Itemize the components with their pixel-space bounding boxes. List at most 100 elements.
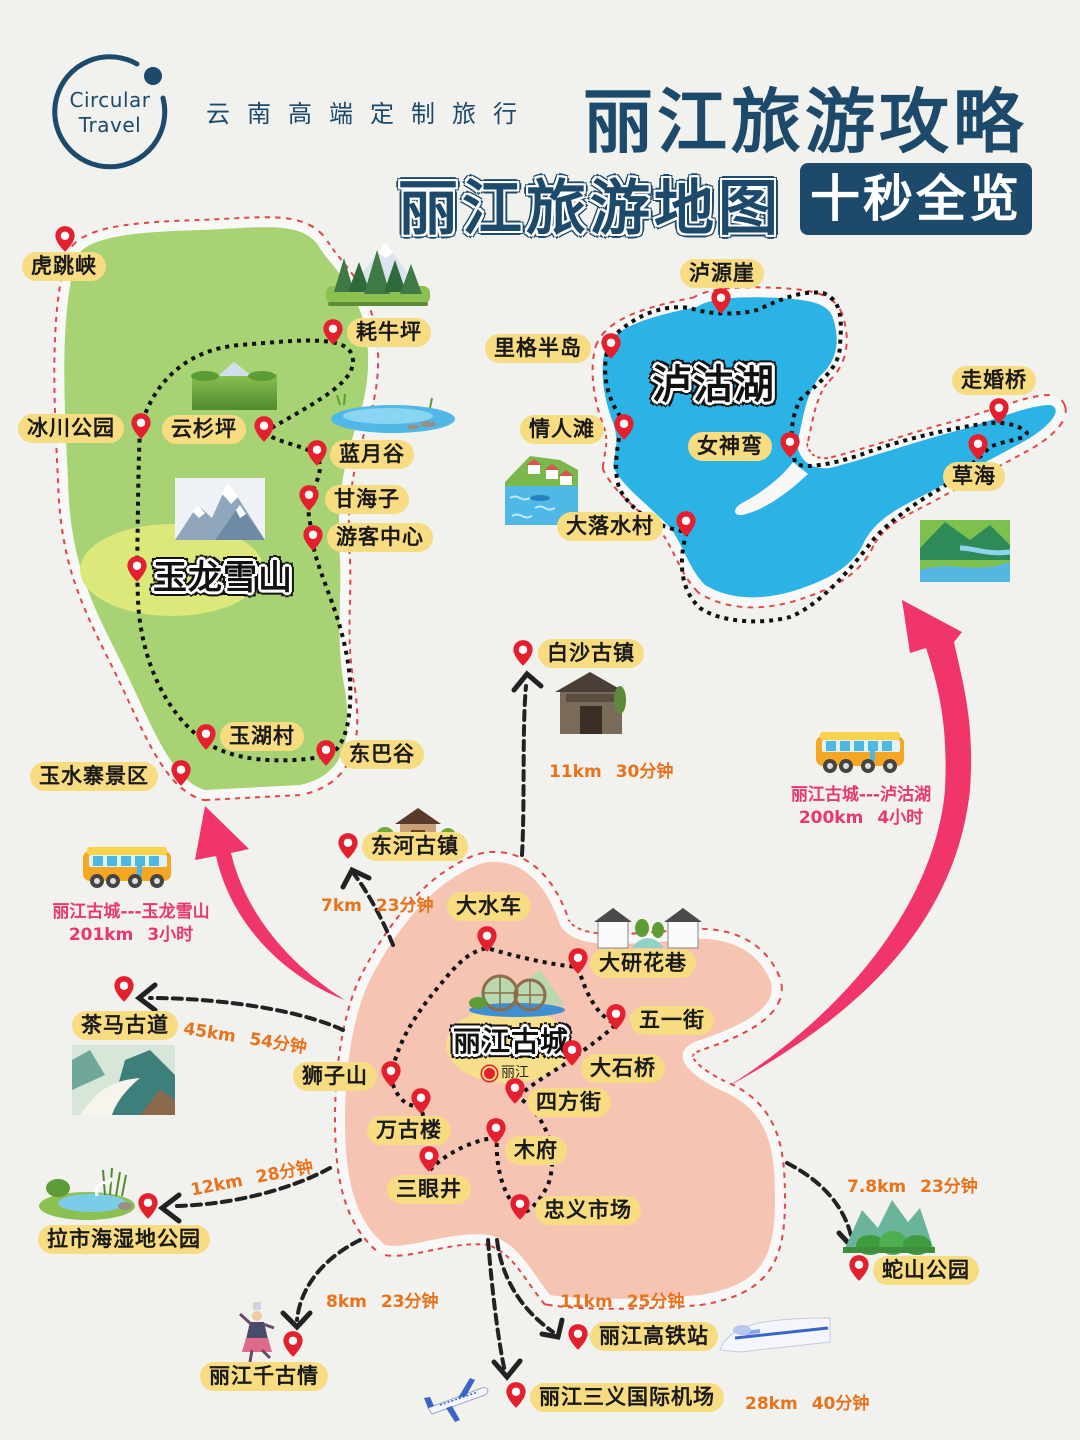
ten-second-badge: 十秒全览	[800, 163, 1032, 235]
map-pin-icon	[561, 1039, 583, 1067]
map-pin-icon	[298, 484, 320, 512]
spot-label: 木府	[505, 1136, 567, 1165]
region-title-oldtown: 丽江古城	[453, 1025, 570, 1058]
spot-label: 甘海子	[325, 485, 409, 514]
spot-label: 东巴谷	[340, 740, 424, 769]
transfer-route-name: 丽江古城---玉龙雪山	[52, 902, 210, 922]
map-pin-icon	[505, 1381, 527, 1409]
map-pin-icon	[302, 524, 324, 552]
region-title-lugu: 泸沽湖	[652, 362, 775, 408]
page-title: 丽江旅游攻略	[583, 81, 1027, 163]
sheshan-mountains-illustration	[843, 1200, 935, 1255]
spot-label: 万古楼	[367, 1116, 451, 1145]
spot-label: 大石桥	[581, 1054, 665, 1083]
pond-illustration	[331, 393, 455, 433]
spot-label: 玉水寨景区	[30, 762, 158, 791]
dancer-illustration	[238, 1302, 275, 1363]
spot-label: 情人滩	[520, 415, 604, 444]
wetland-illustration	[39, 1167, 135, 1220]
map-pin-icon	[485, 1117, 507, 1145]
logo-line1: Circular	[69, 88, 151, 112]
map-pin-icon	[600, 332, 622, 360]
river-landscape-illustration	[920, 520, 1011, 582]
arrow-chamagudao-icon	[148, 996, 345, 1032]
forest-illustration	[326, 243, 430, 306]
map-pin-icon	[512, 639, 534, 667]
map-pin-icon	[282, 1330, 304, 1358]
map-pin-icon	[306, 439, 328, 467]
map-pin-icon	[710, 287, 732, 315]
arrow-railway-icon	[495, 1238, 555, 1334]
map-pin-icon	[130, 412, 152, 440]
spot-label: 女神弯	[688, 432, 772, 461]
map-pin-icon	[195, 723, 217, 751]
arrow-airport-icon	[486, 1238, 507, 1374]
spot-label: 草海	[943, 462, 1005, 491]
map-pin-icon	[567, 1323, 589, 1351]
spot-label: 泸源崖	[680, 259, 764, 288]
spot-label: 四方街	[527, 1088, 611, 1117]
lakeside-village-illustration	[505, 456, 578, 525]
map-pin-icon	[315, 739, 337, 767]
page-subtitle: 丽江旅游地图	[398, 174, 782, 244]
map-pin-icon	[54, 225, 76, 253]
nearby-label-lashihai: 拉市海湿地公园	[38, 1225, 210, 1254]
map-pin-icon	[605, 1003, 627, 1031]
map-pin-icon	[113, 975, 135, 1003]
spot-label: 大研花巷	[590, 949, 696, 978]
region-title-yulong: 玉龙雪山	[153, 558, 293, 598]
bus-icon	[83, 847, 171, 888]
map-pin-icon	[126, 555, 148, 583]
arrow-qianguqing-icon	[295, 1238, 362, 1322]
water-wheel-illustration	[469, 970, 565, 1017]
train-icon	[719, 1317, 831, 1353]
spot-label: 蓝月谷	[330, 440, 414, 469]
transfer-arrow-lugu-icon	[727, 600, 972, 1087]
map-pin-icon	[418, 1145, 440, 1173]
tagline: 云南高端定制旅行	[206, 100, 534, 128]
map-pin-icon	[567, 947, 589, 975]
nearby-label-qianguqing: 丽江千古情	[200, 1362, 328, 1391]
meadow-illustration	[191, 362, 277, 410]
transfer-route-name: 丽江古城---泸沽湖	[790, 785, 932, 805]
map-pin-icon	[509, 1193, 531, 1221]
snow-mountain-illustration	[175, 478, 265, 540]
map-pin-icon	[137, 1192, 159, 1220]
map-pin-icon	[476, 925, 498, 953]
baisha-gate-illustration	[555, 672, 626, 734]
map-pin-icon	[967, 433, 989, 461]
map-pin-icon	[380, 1060, 402, 1088]
map-pin-icon	[504, 1077, 526, 1105]
spot-label: 耗牛坪	[347, 318, 431, 347]
old-town-highlight	[446, 1007, 570, 1083]
nearby-label-chamagudao: 茶马古道	[72, 1011, 178, 1040]
arrow-lashihai-icon	[173, 1166, 332, 1208]
circular-travel-logo	[52, 54, 168, 170]
city-dot-icon	[482, 1065, 497, 1081]
dayan-houses-illustration	[594, 908, 702, 949]
nearby-label-sheshan: 蛇山公园	[873, 1256, 979, 1285]
spot-label: 大落水村	[557, 512, 663, 541]
map-pin-icon	[613, 413, 635, 441]
map-pin-icon	[410, 1087, 432, 1115]
nearby-label-baisha: 白沙古镇	[538, 639, 644, 668]
spot-label: 走婚桥	[952, 366, 1036, 395]
spot-label: 冰川公园	[18, 414, 124, 443]
nearby-label-airport: 丽江三义国际机场	[530, 1383, 724, 1412]
map-pin-icon	[170, 759, 192, 787]
bus-icon	[816, 732, 904, 773]
map-pin-icon	[779, 431, 801, 459]
plane-icon	[424, 1378, 489, 1422]
spot-label: 忠义市场	[535, 1196, 641, 1225]
summit-highlight	[80, 524, 264, 616]
